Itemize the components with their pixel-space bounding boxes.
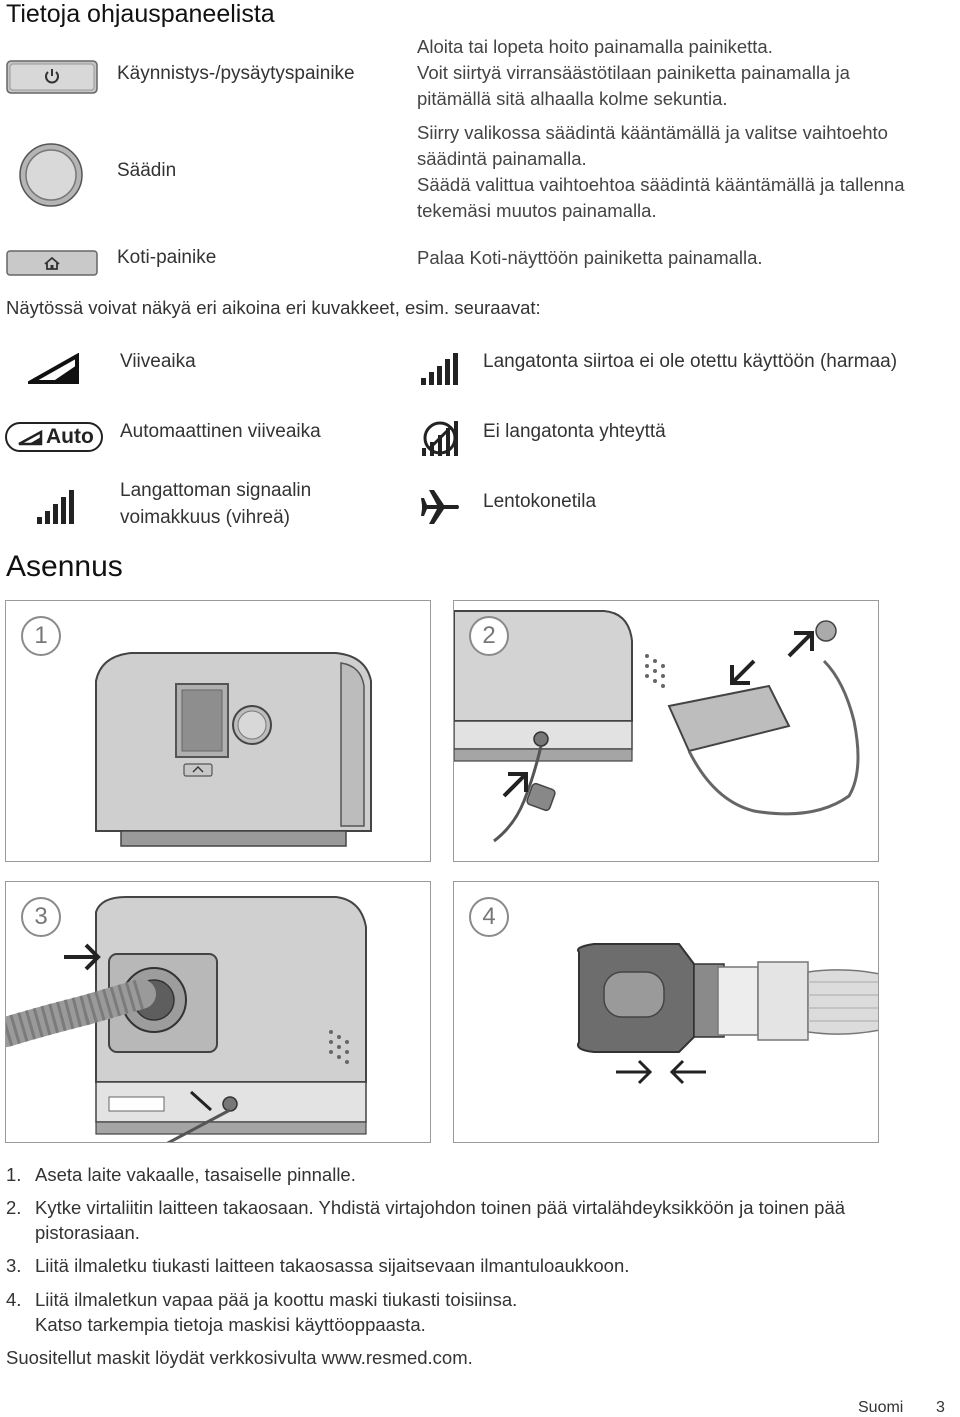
auto-ramp-triangle	[18, 430, 43, 446]
airplane-label: Lentokonetila	[483, 491, 597, 512]
desc-line: Siirry valikossa säädintä kääntämällä ja…	[417, 122, 888, 143]
step-text: Kytke virtaliitin laitteen takaosaan. Yh…	[35, 1195, 955, 1245]
step-3: 3. Liitä ilmaletku tiukasti laitteen tak…	[6, 1253, 955, 1278]
section-title-setup: Asennus	[6, 550, 123, 583]
home-button-label: Koti-painike	[117, 247, 217, 268]
desc-line: pitämällä sitä alhaalla kolme sekuntia.	[417, 88, 728, 109]
home-button-description: Palaa Koti-näyttöön painiketta painamall…	[417, 247, 763, 268]
footer-language: Suomi	[858, 1399, 904, 1416]
signal-grey-icon	[421, 353, 458, 385]
step-number: 3.	[6, 1255, 22, 1276]
figure-number-badge: 1	[21, 616, 61, 656]
auto-ramp-text: Auto	[46, 425, 94, 448]
dial-description: Siirry valikossa säädintä kääntämällä ja…	[417, 120, 905, 224]
dial-label: Säädin	[117, 160, 177, 181]
figure-number-badge: 4	[469, 897, 509, 937]
footer-page-number: 3	[936, 1399, 945, 1416]
airplane-icon	[421, 490, 459, 524]
power-icon	[6, 60, 98, 94]
ramp-icon	[28, 353, 79, 384]
desc-line: Aloita tai lopeta hoito painamalla paini…	[417, 36, 773, 57]
power-button-illustration	[6, 60, 98, 94]
wireless-off-label: Langatonta siirtoa ei ole otettu käyttöö…	[483, 351, 898, 372]
step-line: pistorasiaan.	[35, 1222, 140, 1243]
icons-intro: Näytössä voivat näkyä eri aikoina eri ku…	[6, 297, 541, 318]
auto-ramp-label: Automaattinen viiveaika	[120, 421, 321, 442]
no-connection-icon	[422, 421, 458, 456]
step-number: 2.	[6, 1197, 22, 1218]
air-tube-connection-illustration	[6, 896, 367, 1142]
step-4: 4. Liitä ilmaletkun vapaa pää ja koottu …	[6, 1287, 955, 1337]
section-title-control-panel: Tietoja ohjauspaneelista	[6, 0, 275, 28]
step-number: 1.	[6, 1164, 22, 1185]
figure-number-badge: 2	[469, 616, 509, 656]
dial-icon	[19, 143, 83, 207]
step-1: 1. Aseta laite vakaalle, tasaiselle pinn…	[6, 1162, 955, 1187]
figure-1-device: 1	[5, 600, 431, 862]
power-supply-illustration	[454, 610, 860, 843]
desc-line: Säädä valittua vaihtoehtoa säädintä kään…	[417, 174, 905, 195]
auto-ramp-icon: Auto	[5, 422, 103, 452]
step-line: Kytke virtaliitin laitteen takaosaan. Yh…	[35, 1197, 846, 1218]
desc-line: säädintä painamalla.	[417, 148, 587, 169]
no-connection-label: Ei langatonta yhteyttä	[483, 421, 666, 442]
figure-number-badge: 3	[21, 897, 61, 937]
desc-line: tekemäsi muutos painamalla.	[417, 200, 657, 221]
device-front-illustration	[95, 652, 372, 847]
dial-illustration	[18, 142, 84, 208]
step-line: Aseta laite vakaalle, tasaiselle pinnall…	[35, 1164, 356, 1185]
home-button-illustration	[6, 250, 98, 276]
recommended-masks-text: Suositellut maskit löydät verkkosivulta …	[6, 1347, 473, 1368]
step-number: 4.	[6, 1289, 22, 1310]
step-text: Liitä ilmaletkun vapaa pää ja koottu mas…	[35, 1287, 955, 1337]
step-line: Liitä ilmaletkun vapaa pää ja koottu mas…	[35, 1289, 518, 1310]
figure-3-air-tube: 3	[5, 881, 431, 1143]
step-line: Katso tarkempia tietoja maskisi käyttöop…	[35, 1314, 426, 1335]
power-button-description: Aloita tai lopeta hoito painamalla paini…	[417, 34, 850, 112]
step-line: Liitä ilmaletku tiukasti laitteen takaos…	[35, 1255, 630, 1276]
signal-strength-label: Langattoman signaalin voimakkuus (vihreä…	[120, 477, 311, 531]
step-text: Aseta laite vakaalle, tasaiselle pinnall…	[35, 1162, 955, 1187]
figure-2-power-connection: 2	[453, 600, 879, 862]
label-line: Langattoman signaalin	[120, 480, 312, 501]
step-text: Liitä ilmaletku tiukasti laitteen takaos…	[35, 1253, 955, 1278]
label-line: voimakkuus (vihreä)	[120, 507, 290, 528]
signal-strength-icon	[37, 490, 74, 524]
power-button-label: Käynnistys-/pysäytyspainike	[117, 63, 355, 84]
ramp-label: Viiveaika	[120, 351, 196, 372]
home-icon	[6, 250, 98, 276]
step-2: 2. Kytke virtaliitin laitteen takaosaan.…	[6, 1195, 955, 1245]
figure-4-mask-connection: 4	[453, 881, 879, 1143]
mask-connection-illustration	[577, 943, 878, 1085]
desc-line: Voit siirtyä virransäästötilaan painiket…	[417, 62, 850, 83]
